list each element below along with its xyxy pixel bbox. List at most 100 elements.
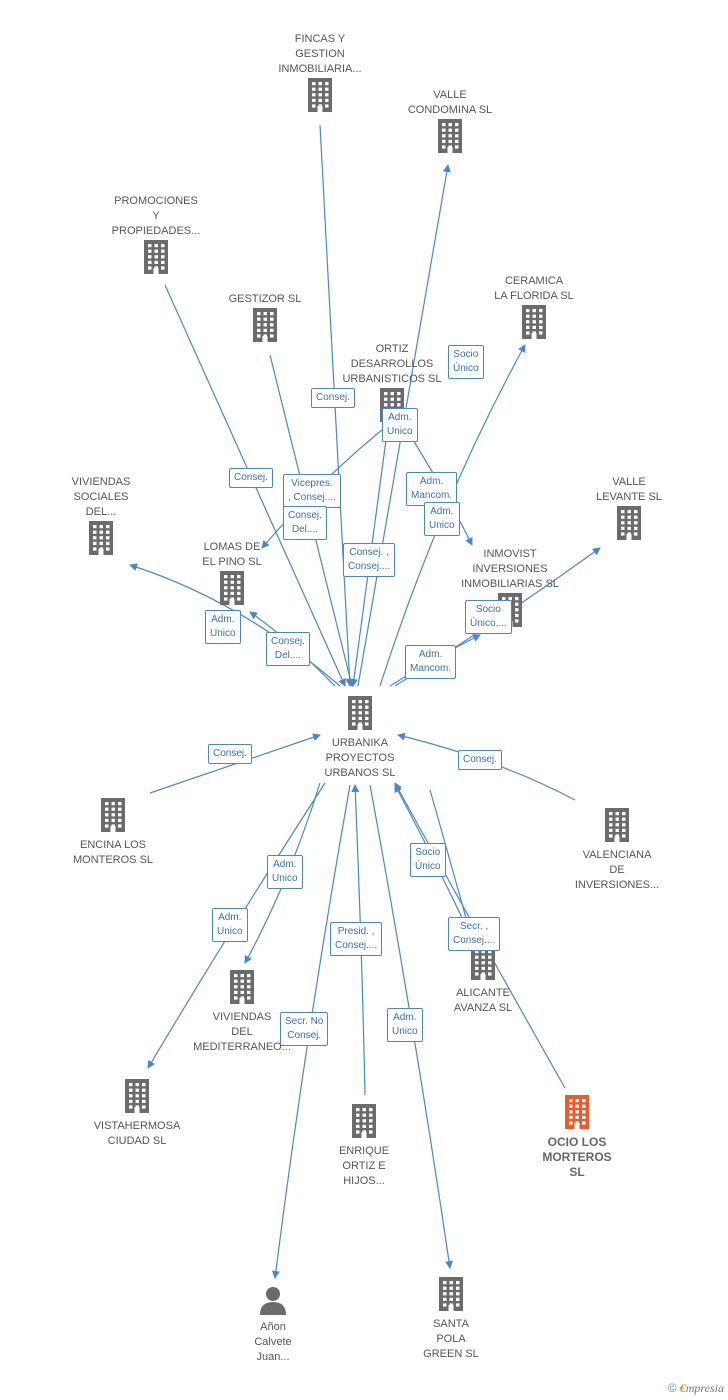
relation-label[interactable]: Adm. Unico: [387, 1008, 423, 1042]
node-label: VIVIENDAS DEL MEDITERRANEO...: [193, 1011, 291, 1053]
node-icon: [380, 118, 520, 159]
relation-label[interactable]: Consej.: [229, 468, 273, 488]
node-label: ENRIQUE ORTIZ E HIJOS...: [338, 1145, 390, 1187]
relation-label[interactable]: Consej. Del....: [266, 632, 310, 666]
node-icon: [172, 969, 312, 1010]
building-icon: [617, 506, 641, 540]
empresia-logo-text: mpresia: [685, 1381, 724, 1395]
node-icon: [464, 304, 604, 345]
node-icon: [43, 797, 183, 838]
relation-label[interactable]: Adm. Unico: [267, 855, 303, 889]
node-santa-pola[interactable]: SANTA POLA GREEN SL: [381, 1276, 521, 1362]
building-icon: [308, 78, 332, 112]
node-label: ENCINA LOS MONTEROS SL: [72, 839, 154, 866]
relation-label[interactable]: Adm. Unico: [205, 610, 241, 644]
node-valle-condomina[interactable]: VALLE CONDOMINA SL: [380, 88, 520, 159]
node-label: VALLE LEVANTE SL: [596, 476, 662, 503]
building-icon: [439, 1277, 463, 1311]
node-alicante[interactable]: ALICANTE AVANZA SL: [413, 945, 553, 1016]
node-icon: [507, 1094, 647, 1135]
footer-brand: © €mpresia: [668, 1381, 724, 1396]
building-icon: [220, 571, 244, 605]
relation-label[interactable]: Consej. , Consej....: [343, 543, 396, 577]
relation-label[interactable]: Socio Único: [448, 345, 484, 379]
node-icon: [250, 77, 390, 118]
node-urbanika[interactable]: URBANIKA PROYECTOS URBANOS SL: [290, 695, 430, 781]
empresia-logo-e: €: [679, 1381, 686, 1395]
node-ocio[interactable]: OCIO LOS MORTEROS SL: [507, 1094, 647, 1180]
building-icon: [565, 1095, 589, 1129]
building-icon: [101, 798, 125, 832]
building-icon: [144, 240, 168, 274]
node-vistahermosa[interactable]: VISTAHERMOSA CIUDAD SL: [67, 1078, 207, 1149]
relation-label[interactable]: Consej.: [208, 744, 252, 764]
node-valenciana[interactable]: VALENCIANA DE INVERSIONES...: [547, 807, 687, 893]
node-icon: [162, 570, 302, 611]
node-icon: [86, 239, 226, 280]
node-label: GESTIZOR SL: [228, 293, 302, 305]
building-icon: [605, 808, 629, 842]
building-icon: [348, 696, 372, 730]
node-icon: [195, 307, 335, 348]
relation-label[interactable]: Vicepres. , Consej....: [283, 474, 341, 508]
node-viviendas-sociales[interactable]: VIVIENDAS SOCIALES DEL...: [31, 475, 171, 561]
node-encina[interactable]: ENCINA LOS MONTEROS SL: [43, 797, 183, 868]
node-icon: [547, 807, 687, 848]
relation-label[interactable]: Adm. Unico: [212, 908, 248, 942]
node-viviendas-med[interactable]: VIVIENDAS DEL MEDITERRANEO...: [172, 969, 312, 1055]
building-icon: [230, 970, 254, 1004]
node-icon: [203, 1285, 343, 1320]
node-label: VISTAHERMOSA CIUDAD SL: [93, 1120, 181, 1147]
node-icon: [381, 1276, 521, 1317]
relation-edge: [149, 733, 321, 794]
relation-label[interactable]: Socio Único: [410, 843, 446, 877]
building-icon: [89, 521, 113, 555]
node-label: PROMOCIONES Y PROPIEDADES...: [111, 195, 201, 237]
relation-label[interactable]: Consej.: [311, 388, 355, 408]
building-icon: [125, 1079, 149, 1113]
node-label: Añon Calvete Juan...: [254, 1321, 292, 1363]
relation-label[interactable]: Presid. , Consej....: [330, 922, 383, 956]
relation-label[interactable]: Consej. Del....: [283, 506, 327, 540]
relation-label[interactable]: Adm. Unico: [424, 502, 460, 536]
relation-label[interactable]: Secr. No Consej.: [280, 1012, 329, 1046]
node-icon: [290, 695, 430, 736]
node-valle-levante[interactable]: VALLE LEVANTE SL: [559, 475, 699, 546]
node-label: SANTA POLA GREEN SL: [423, 1318, 479, 1360]
node-label: URBANIKA PROYECTOS URBANOS SL: [324, 737, 396, 779]
relation-label[interactable]: Adm. Mancom.: [405, 645, 457, 679]
node-icon: [559, 505, 699, 546]
node-label: ORTIZ DESARROLLOS URBANISTICOS SL: [342, 343, 442, 385]
building-icon: [471, 946, 495, 980]
node-fincas[interactable]: FINCAS Y GESTION INMOBILIARIA...: [250, 32, 390, 118]
node-label: VALENCIANA DE INVERSIONES...: [574, 849, 660, 891]
node-ortiz[interactable]: ORTIZ DESARROLLOS URBANISTICOS SL: [322, 342, 462, 428]
node-ceramica[interactable]: CERAMICA LA FLORIDA SL: [464, 274, 604, 345]
node-icon: [31, 520, 171, 561]
building-icon: [253, 308, 277, 342]
node-label: FINCAS Y GESTION INMOBILIARIA...: [278, 33, 362, 75]
relation-label[interactable]: Consej.: [458, 750, 502, 770]
relation-label[interactable]: Socio Único,...: [465, 600, 512, 634]
node-promociones[interactable]: PROMOCIONES Y PROPIEDADES...: [86, 194, 226, 280]
node-anon[interactable]: Añon Calvete Juan...: [203, 1285, 343, 1365]
node-label: ALICANTE AVANZA SL: [453, 987, 513, 1014]
relation-label[interactable]: Secr. , Consej....: [448, 917, 501, 951]
relation-label[interactable]: Adm. Unico: [382, 408, 418, 442]
node-icon: [294, 1103, 434, 1144]
node-label: OCIO LOS MORTEROS SL: [542, 1135, 612, 1179]
copyright-symbol: ©: [667, 1381, 677, 1395]
node-gestizor[interactable]: GESTIZOR SL: [195, 292, 335, 348]
building-icon: [352, 1104, 376, 1138]
node-enrique[interactable]: ENRIQUE ORTIZ E HIJOS...: [294, 1103, 434, 1189]
person-icon: [260, 1287, 286, 1315]
node-label: CERAMICA LA FLORIDA SL: [494, 275, 574, 302]
node-label: VALLE CONDOMINA SL: [407, 89, 493, 116]
node-lomas[interactable]: LOMAS DE EL PINO SL: [162, 540, 302, 611]
building-icon: [438, 119, 462, 153]
node-label: INMOVIST INVERSIONES INMOBILIARIAS SL: [461, 548, 559, 590]
relation-label[interactable]: Adm. Mancom.: [406, 472, 458, 506]
node-label: LOMAS DE EL PINO SL: [202, 541, 262, 568]
node-label: VIVIENDAS SOCIALES DEL...: [71, 476, 131, 518]
node-icon: [67, 1078, 207, 1119]
